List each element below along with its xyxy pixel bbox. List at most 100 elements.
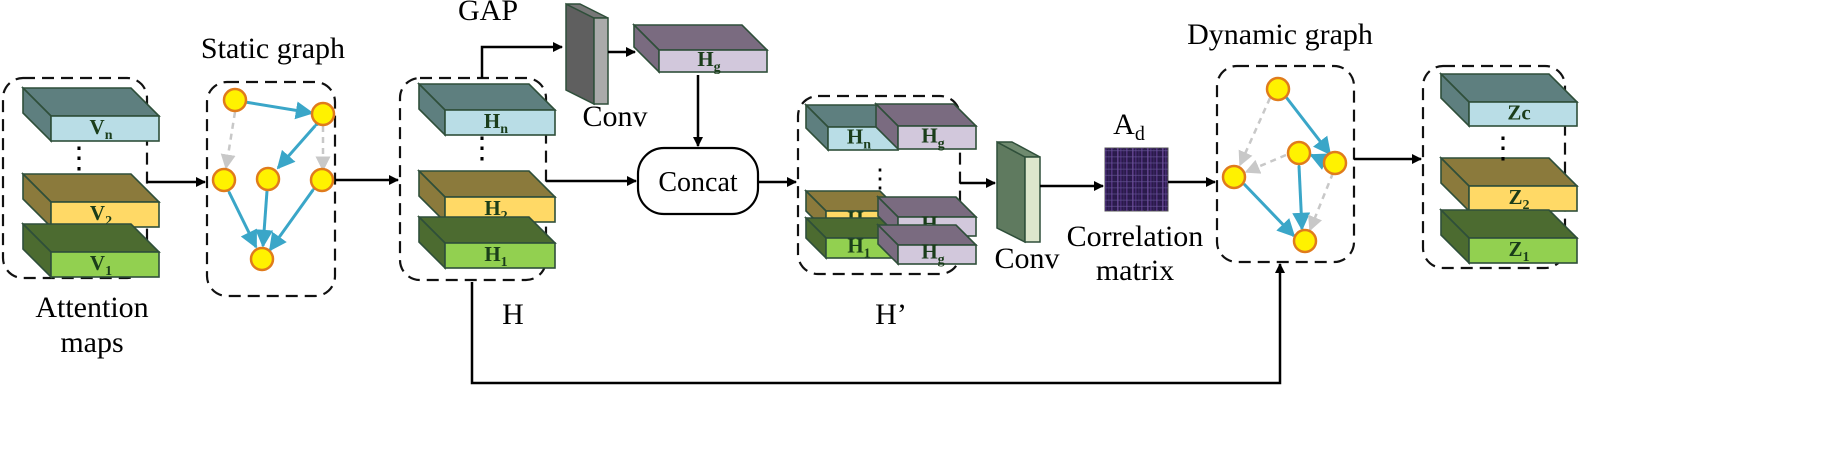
label-h: H [502, 298, 524, 331]
feature-block-z-2: Z2 [1439, 156, 1579, 213]
arrow-skip-h-to-dynamic [470, 263, 1285, 385]
attention-maps-group [1, 76, 149, 280]
matrix-stripe [1120, 148, 1122, 211]
graph-node [211, 167, 237, 193]
matrix-stripe [1105, 174, 1168, 176]
matrix-stripe [1150, 148, 1152, 211]
feature-block-v-1: V1 [21, 222, 161, 279]
ellipsis-v: ⋮ [64, 142, 94, 175]
label-maps: maps [60, 326, 123, 359]
matrix-stripe [1105, 162, 1168, 164]
ellipsis-h: ⋮ [467, 132, 497, 165]
ellipsis-hp: ⋮ [867, 164, 893, 193]
matrix-stripe [1141, 148, 1143, 211]
graph-node [1322, 150, 1348, 176]
feature-block-label: Z1 [1508, 237, 1529, 265]
matrix-stripe [1162, 148, 1164, 211]
matrix-stripe [1117, 148, 1119, 211]
feature-block-label: H1 [484, 242, 507, 270]
matrix-stripe [1105, 181, 1168, 183]
concat-label: Concat [658, 167, 738, 198]
matrix-stripe [1135, 148, 1137, 211]
conv-layer-mid [996, 140, 1041, 244]
matrix-stripe [1159, 148, 1161, 211]
feature-block-label: Hn [484, 109, 508, 137]
ellipsis-z: ⋮ [1488, 132, 1518, 165]
matrix-stripe [1105, 193, 1168, 195]
feature-block-label: Vn [90, 115, 113, 143]
feature-block-label: Hg [921, 124, 944, 152]
feature-block-v-2: V2 [21, 172, 161, 229]
feature-block-hp-n: Hn [804, 103, 900, 153]
matrix-stripe [1105, 199, 1168, 201]
graph-node [1221, 164, 1247, 190]
matrix-stripe [1156, 148, 1158, 211]
matrix-stripe [1165, 148, 1167, 211]
graph-node [309, 167, 335, 193]
label-static-graph: Static graph [201, 32, 345, 65]
static-graph-nodes [211, 87, 336, 272]
dynamic-graph-group [1215, 64, 1356, 264]
matrix-stripe [1126, 148, 1128, 211]
label-h-prime: H’ [875, 298, 907, 331]
feature-block-v-n: Vn [21, 86, 161, 143]
label-conv-mid: Conv [994, 242, 1059, 275]
feature-block-label: Hg [697, 47, 720, 75]
dynamic-graph-nodes [1221, 76, 1348, 254]
graph-node [1292, 228, 1318, 254]
label-dynamic-graph: Dynamic graph [1187, 18, 1373, 51]
label-matrix: matrix [1096, 254, 1174, 287]
label-ad: Ad [1113, 108, 1145, 145]
matrix-stripe [1114, 148, 1116, 211]
feature-block-h-n: Hn [417, 82, 557, 137]
graph-node [249, 246, 275, 272]
matrix-stripe [1105, 148, 1107, 211]
h-prime-group [796, 94, 962, 276]
feature-block-label: Z2 [1508, 185, 1529, 213]
conv-layer-top [565, 2, 609, 106]
graph-node [310, 101, 336, 127]
label-correlation: Correlation [1067, 220, 1204, 253]
graph-node [222, 87, 248, 113]
graph-node [255, 166, 281, 192]
graph-node [1265, 76, 1291, 102]
feature-block-h-g: Hg [632, 23, 769, 75]
feature-block-hp-g1: Hg [874, 102, 978, 152]
feature-block-label: V2 [90, 201, 112, 229]
feature-block-label: Hn [847, 125, 871, 153]
feature-block-label: H1 [847, 233, 870, 261]
matrix-stripe [1105, 187, 1168, 189]
label-attention: Attention [35, 291, 148, 324]
matrix-stripe [1129, 148, 1131, 211]
matrix-stripe [1105, 205, 1168, 207]
output-group [1421, 64, 1567, 270]
matrix-stripe [1105, 168, 1168, 170]
feature-block-h-1: H1 [417, 215, 557, 270]
feature-block-h-2: H2 [417, 169, 557, 224]
label-conv-top: Conv [582, 100, 647, 133]
matrix-stripe [1153, 148, 1155, 211]
matrix-stripe [1132, 148, 1134, 211]
static-graph-edges [213, 90, 333, 252]
label-gap: GAP [458, 0, 518, 27]
matrix-stripe [1105, 156, 1168, 158]
flow-arrows [147, 42, 1422, 385]
feature-block-z-1: Z1 [1439, 208, 1579, 265]
dynamic-graph-edges [1226, 78, 1346, 238]
correlation-matrix-image [1104, 147, 1169, 212]
matrix-stripe [1123, 148, 1125, 211]
graph-node [1286, 140, 1312, 166]
arrow-h-to-gap [480, 42, 563, 78]
h-group [398, 76, 548, 282]
static-graph-group [205, 80, 337, 298]
feature-block-hp-g3: Hg [876, 223, 978, 268]
feature-block-label: V1 [90, 251, 112, 279]
matrix-stripe [1147, 148, 1149, 211]
feature-block-z-c: Zc [1439, 72, 1579, 128]
matrix-stripe [1111, 148, 1113, 211]
feature-block-label: Zc [1507, 100, 1530, 124]
matrix-stripe [1144, 148, 1146, 211]
matrix-stripe [1105, 150, 1168, 152]
matrix-stripe [1108, 148, 1110, 211]
